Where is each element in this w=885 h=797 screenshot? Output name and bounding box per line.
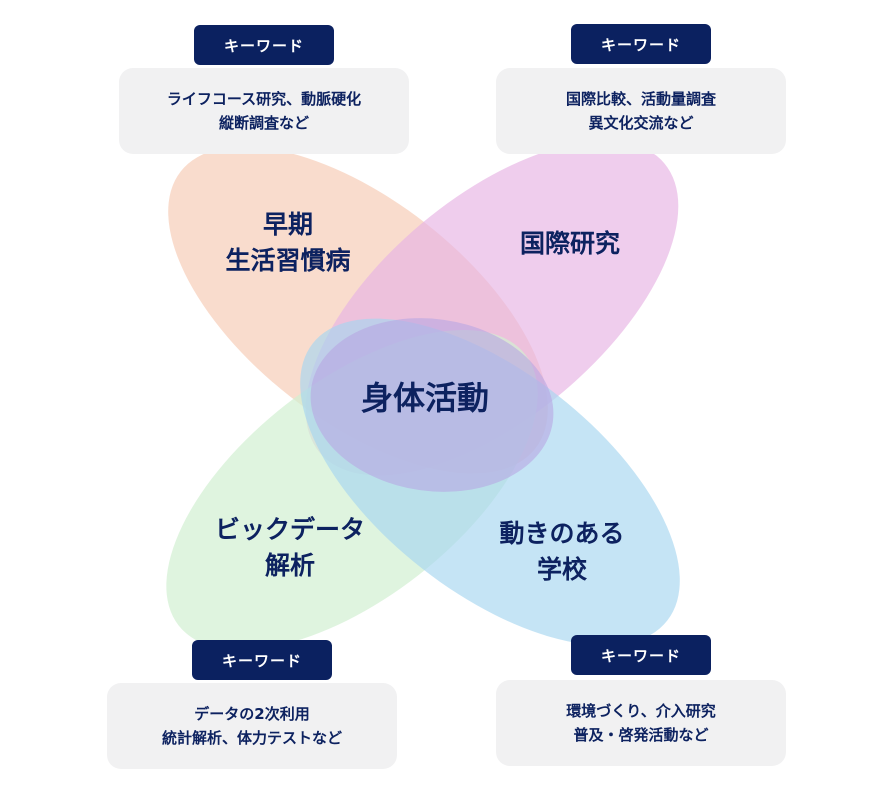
label-line: 動きのある [499,519,625,548]
keyword-line: 異文化交流など [588,114,694,132]
label-line: 解析 [264,551,316,580]
label-big-data: ビックデータ 解析 [215,512,365,584]
label-line: 国際研究 [519,229,621,258]
keyword-box-bottom-right: 環境づくり、介入研究 普及・啓発活動など [496,680,786,766]
keyword-badge-top-left: キーワード [194,25,334,65]
keyword-box-bottom-left: データの2次利用 統計解析、体力テストなど [107,683,397,769]
label-line: 学校 [536,555,588,584]
label-international-research: 国際研究 [520,226,620,262]
ellipse-physical-activity [310,318,554,492]
keyword-line: 縦断調査など [218,114,309,132]
keyword-badge-bottom-right: キーワード [571,635,711,675]
keyword-line: 統計解析、体力テストなど [161,729,342,747]
keyword-line: 環境づくり、介入研究 [566,702,716,720]
keyword-box-top-right: 国際比較、活動量調査 異文化交流など [496,68,786,154]
keyword-line: データの2次利用 [194,705,310,723]
label-line: 早期 [262,210,314,239]
label-line: 生活習慣病 [225,246,351,275]
keyword-line: 国際比較、活動量調査 [565,90,716,108]
keyword-box-top-left: ライフコース研究、動脈硬化 縦断調査など [119,68,409,154]
label-active-school: 動きのある 学校 [499,516,624,588]
keyword-line: ライフコース研究、動脈硬化 [166,90,362,108]
label-early-lifestyle-disease: 早期 生活習慣病 [225,207,350,279]
keyword-line: 普及・啓発活動など [573,726,709,744]
label-physical-activity: 身体活動 [360,379,490,417]
keyword-badge-bottom-left: キーワード [192,640,332,680]
keyword-badge-top-right: キーワード [571,24,711,64]
label-line: ビックデータ [214,515,366,544]
